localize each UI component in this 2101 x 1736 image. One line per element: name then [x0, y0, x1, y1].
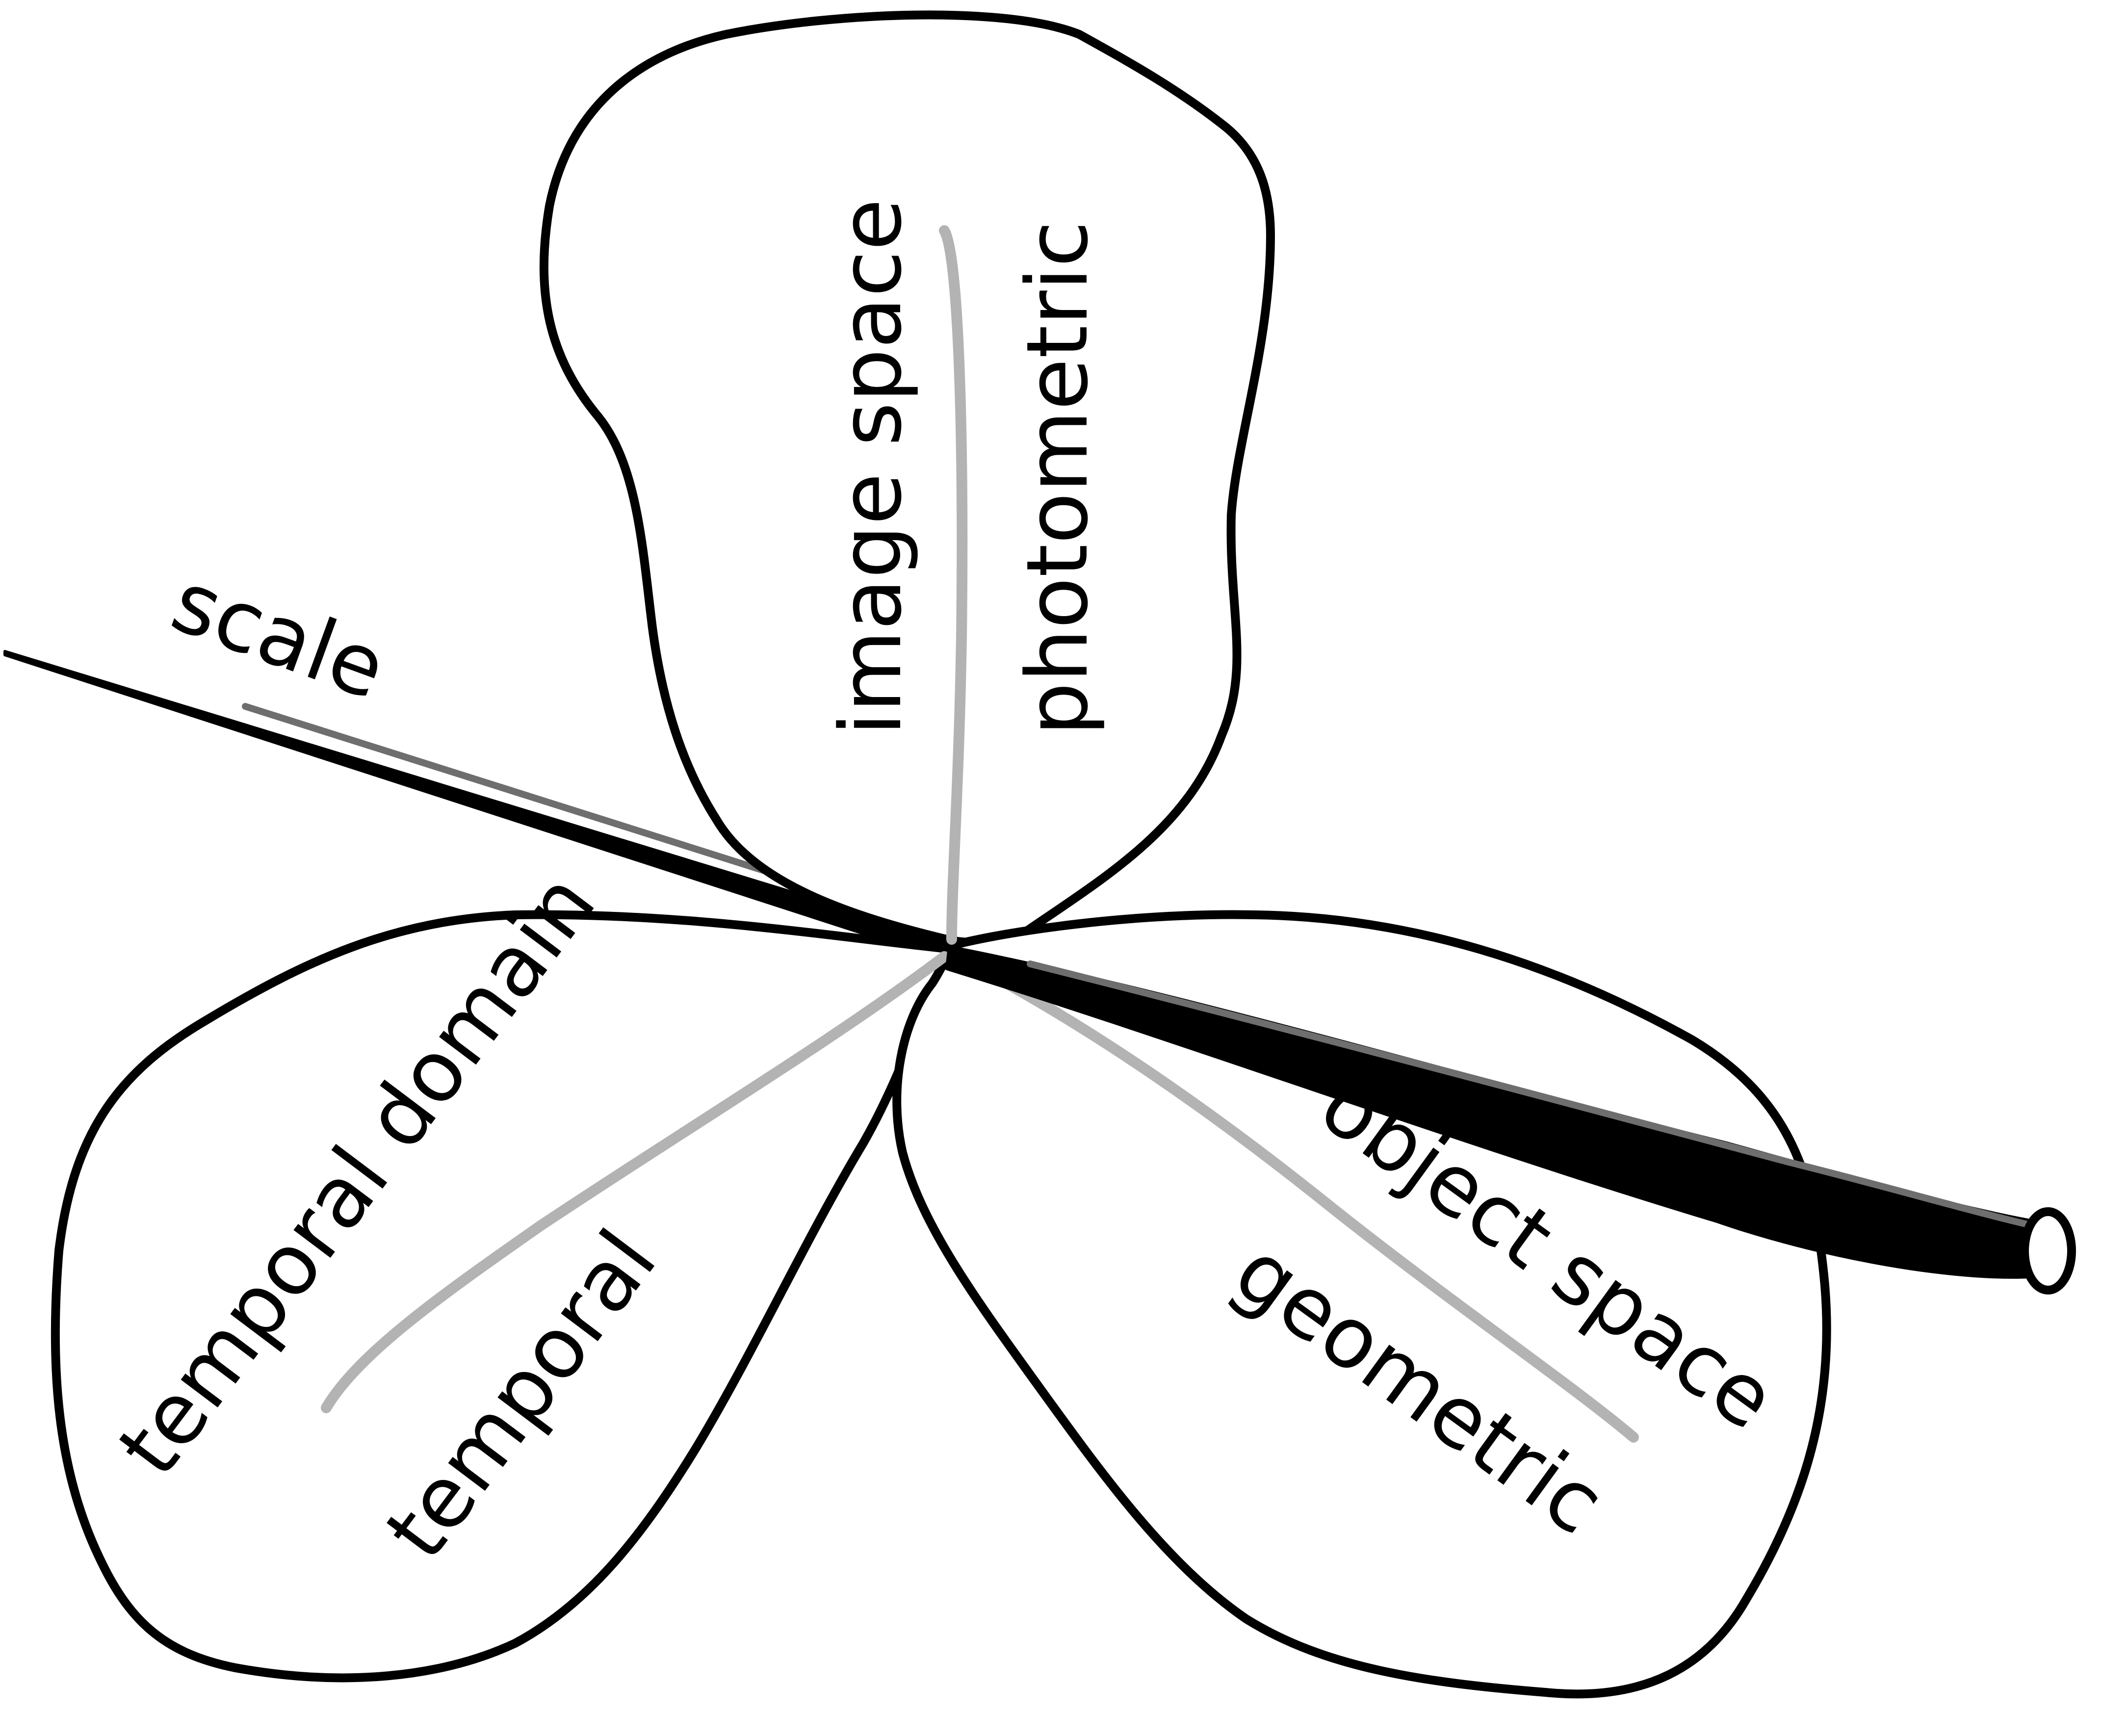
scale-axis-end-cap	[2020, 1207, 2076, 1295]
scale-axis-left-highlight	[242, 703, 837, 896]
vein-right	[956, 954, 1639, 1443]
vein-left	[321, 951, 950, 1413]
label-image-space: image space	[822, 199, 920, 736]
vein-top	[939, 225, 968, 945]
label-scale: scale	[160, 552, 398, 719]
scale-axis-right-highlight	[1027, 960, 2039, 1230]
leaf-image-space	[539, 10, 1275, 947]
label-photometric: photometric	[1008, 221, 1107, 736]
